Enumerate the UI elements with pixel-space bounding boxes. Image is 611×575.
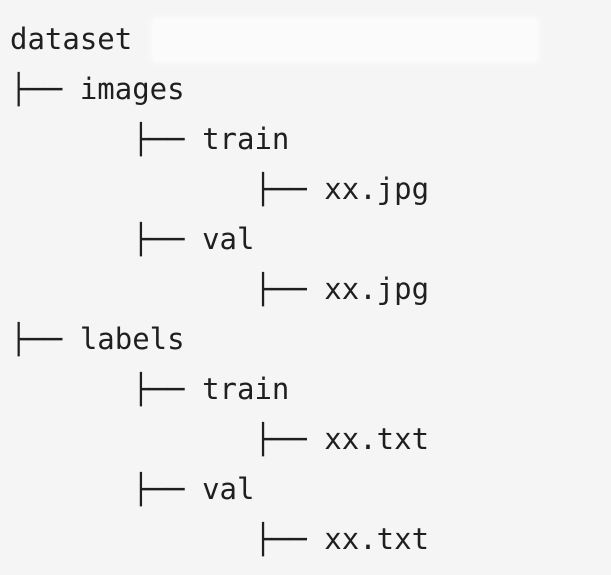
tree-line-labels: ├── labels — [10, 314, 611, 364]
node-label: xx.txt — [324, 522, 430, 556]
tree-branch-prefix: ├── — [10, 422, 325, 456]
tree-branch-prefix: ├── — [10, 122, 203, 156]
node-label: train — [202, 372, 290, 406]
tree-branch-prefix: ├── — [10, 72, 80, 106]
node-label: val — [202, 472, 255, 506]
tree-line-images: ├── images — [10, 64, 611, 114]
tree-branch-prefix: ├── — [10, 472, 203, 506]
tree-branch-prefix: ├── — [10, 172, 325, 206]
tree-line-images-val: ├── val — [10, 214, 611, 264]
node-label: labels — [79, 322, 185, 356]
tree-line-images-val-file: ├── xx.jpg — [10, 264, 611, 314]
tree-line-labels-train-file: ├── xx.txt — [10, 414, 611, 464]
tree-line-images-train: ├── train — [10, 114, 611, 164]
tree-line-images-train-file: ├── xx.jpg — [10, 164, 611, 214]
tree-branch-prefix: ├── — [10, 222, 203, 256]
node-label: images — [79, 72, 185, 106]
tree-line-root: dataset — [10, 14, 611, 64]
node-label: val — [202, 222, 255, 256]
tree-branch-prefix: ├── — [10, 522, 325, 556]
tree-branch-prefix: ├── — [10, 272, 325, 306]
tree-branch-prefix: ├── — [10, 372, 203, 406]
node-label: dataset — [10, 22, 133, 56]
faded-highlight-smudge — [152, 18, 538, 62]
node-label: xx.jpg — [324, 272, 430, 306]
tree-line-labels-val-file: ├── xx.txt — [10, 514, 611, 564]
node-label: xx.jpg — [324, 172, 430, 206]
tree-line-labels-val: ├── val — [10, 464, 611, 514]
tree-branch-prefix: ├── — [10, 322, 80, 356]
node-label: xx.txt — [324, 422, 430, 456]
tree-line-labels-train: ├── train — [10, 364, 611, 414]
node-label: train — [202, 122, 290, 156]
